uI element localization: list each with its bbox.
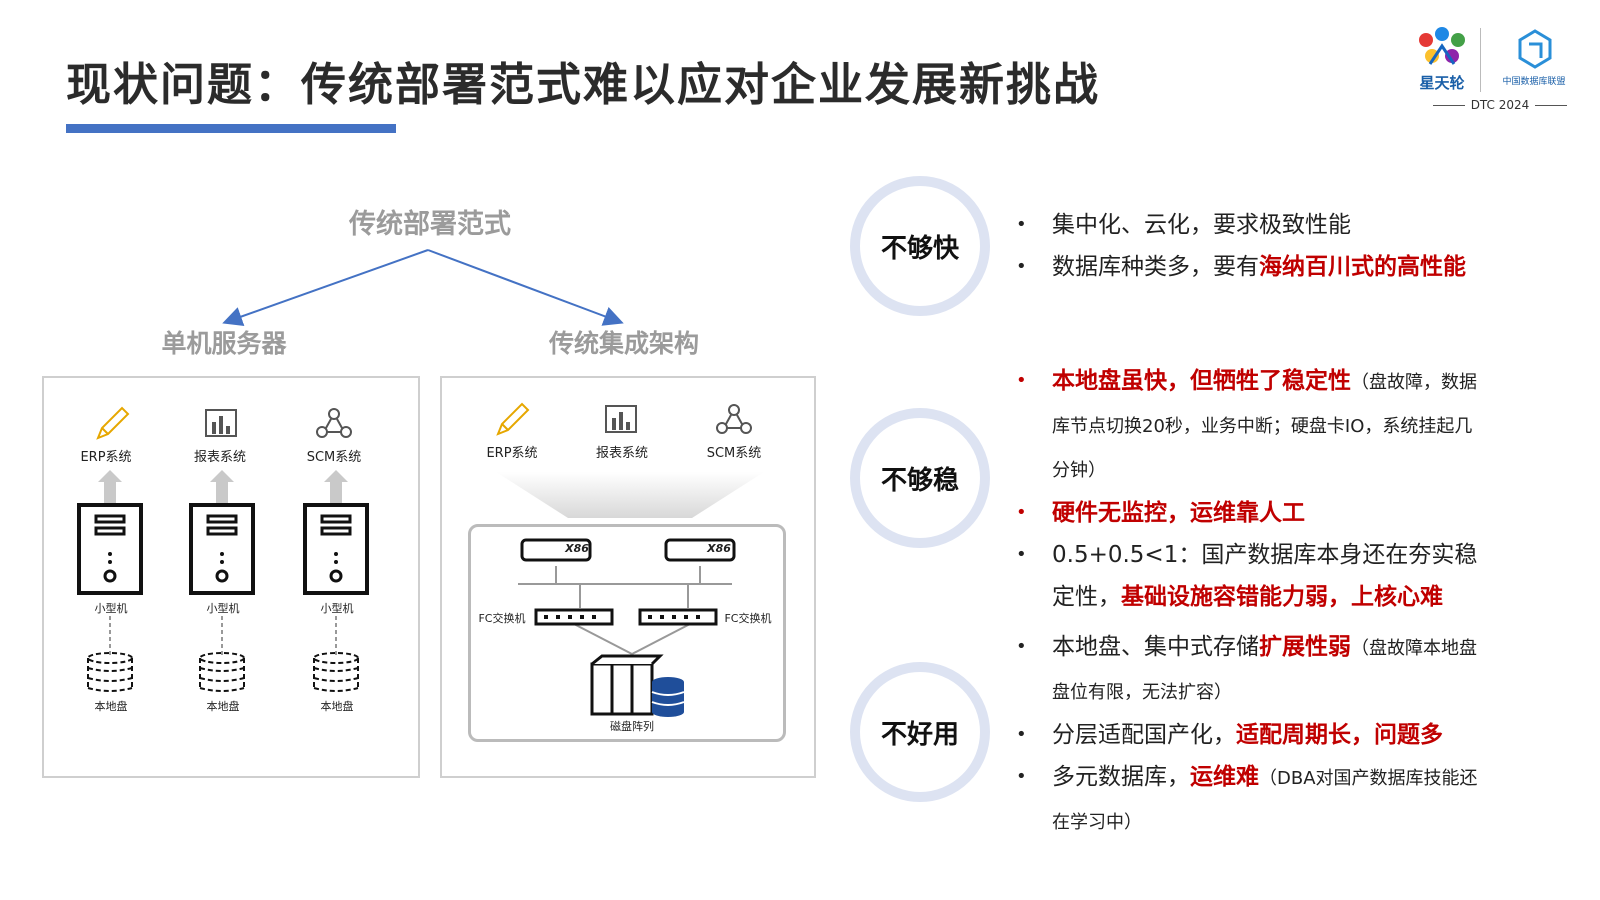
app-label-report: 报表系统 [595,446,648,461]
issue-list-speed: 集中化、云化，要求极致性能数据库种类多，要有海纳百川式的高性能 [1008,204,1488,288]
local-disk-icon-2 [199,652,245,692]
network-people-icon [716,404,752,434]
issue-bullet: 分层适配国产化，适配周期长，问题多 [1008,714,1488,756]
minicomputer-icon-3 [303,503,369,595]
logo-area: 星天轮 中国数据库联盟 DTC 2024 [1410,24,1590,124]
fc-switch-icon-1 [534,608,614,626]
issue-bullet: 数据库种类多，要有海纳百川式的高性能 [1008,246,1488,288]
org-logo-icon [1518,29,1552,69]
highlight-text: 适配周期长，问题多 [1236,722,1443,748]
x86-label-1: X86 [565,542,589,555]
disk-array-icon [590,654,685,717]
up-arrows [98,470,348,504]
bullet-text: 0.5+0.5<1：国产数据库本身还在夯实稳定性， [1052,542,1478,610]
server-label-3: 小型机 [320,602,354,615]
x86-server-icon-2 [664,538,736,562]
app-label-scm: SCM系统 [706,446,762,461]
bullet-text: （盘故障本地盘盘位有限，无法扩容） [1052,638,1477,703]
pencil-icon [96,406,130,440]
logo-divider [1480,28,1481,92]
event-name: DTC 2024 [1410,98,1590,112]
report-chart-icon [205,409,237,437]
local-disk-icon-1 [87,652,133,692]
app-label-report: 报表系统 [193,450,246,465]
disk-array-label: 磁盘阵列 [610,720,654,733]
app-label-scm: SCM系统 [306,450,362,465]
bullet-text: 分层适配国产化， [1052,722,1236,748]
fc-switch-icon-2 [638,608,718,626]
issue-tag-usability-label: 不好用 [880,719,959,750]
minicomputer-icon-2 [189,503,255,595]
highlight-text: 扩展性弱 [1259,634,1351,660]
network-people-icon [316,408,352,438]
disk-label-1: 本地盘 [94,700,128,713]
page-title: 现状问题：传统部署范式难以应对企业发展新挑战 [66,58,1101,111]
issue-tag-stability: 不够稳 [850,408,990,548]
org-name: 中国数据库联盟 [1502,77,1566,87]
brand-logo-icon [1419,27,1465,65]
bullet-text: 数据库种类多，要有 [1052,254,1259,280]
infrastructure-box [468,524,786,742]
brand-name: 星天轮 [1419,74,1465,92]
pencil-icon [496,402,530,436]
issue-bullet: 本地盘虽快，但牺牲了稳定性（盘故障，数据库节点切换20秒，业务中断；硬盘卡IO，… [1008,360,1488,492]
issue-tag-stability-label: 不够稳 [880,465,959,496]
report-chart-icon [605,405,637,433]
highlight-text: 硬件无监控，运维靠人工 [1052,500,1305,526]
issue-bullet: 集中化、云化，要求极致性能 [1008,204,1488,246]
highlight-text: 运维难 [1190,764,1259,790]
bullet-text: 集中化、云化，要求极致性能 [1052,212,1351,238]
app-label-erp: ERP系统 [486,446,538,461]
highlight-text: 基础设施容错能力弱，上核心难 [1121,584,1443,610]
disk-label-2: 本地盘 [206,700,240,713]
issue-list-usability: 本地盘、集中式存储扩展性弱（盘故障本地盘盘位有限，无法扩容）分层适配国产化，适配… [1008,626,1488,844]
issue-bullet: 硬件无监控，运维靠人工 [1008,492,1488,534]
bullet-text: （盘故障，数据库节点切换20秒，业务中断；硬盘卡IO，系统挂起几分钟） [1052,372,1477,481]
issue-tag-usability: 不好用 [850,662,990,802]
issue-bullet: 0.5+0.5<1：国产数据库本身还在夯实稳定性，基础设施容错能力弱，上核心难 [1008,534,1488,618]
fc-switch-label-1: FC交换机 [478,612,526,625]
bullet-text: 多元数据库， [1052,764,1190,790]
highlight-text: 本地盘虽快，但牺牲了稳定性 [1052,368,1351,394]
panel-single-server: ERP系统 报表系统 SCM系统 小型机 小型机 小型机 [42,376,420,778]
issue-bullet: 本地盘、集中式存储扩展性弱（盘故障本地盘盘位有限，无法扩容） [1008,626,1488,714]
app-label-erp: ERP系统 [80,450,132,465]
diagram-root-label: 传统部署范式 [349,209,511,240]
issue-tag-speed-label: 不够快 [880,233,959,264]
bullet-text: 本地盘、集中式存储 [1052,634,1259,660]
minicomputer-icon-1 [77,503,143,595]
server-label-1: 小型机 [94,602,128,615]
disk-label-3: 本地盘 [320,700,354,713]
branch-label-integrated: 传统集成架构 [548,329,699,358]
fc-switch-label-2: FC交换机 [724,612,772,625]
service-beam [496,472,764,518]
server-label-2: 小型机 [206,602,240,615]
x86-server-icon-1 [520,538,592,562]
network-lines [518,566,732,655]
panel-integrated: ERP系统 报表系统 SCM系统 X86 X86 FC交换机 [440,376,816,778]
issue-bullet: 多元数据库，运维难（DBA对国产数据库技能还在学习中） [1008,756,1488,844]
local-disk-icon-3 [313,652,359,692]
x86-label-2: X86 [707,542,731,555]
bullet-text: （DBA对国产数据库技能还在学习中） [1052,768,1478,833]
issue-tag-speed: 不够快 [850,176,990,316]
branch-label-single-server: 单机服务器 [161,329,287,358]
issue-list-stability: 本地盘虽快，但牺牲了稳定性（盘故障，数据库节点切换20秒，业务中断；硬盘卡IO，… [1008,360,1488,618]
title-underline [66,124,396,133]
highlight-text: 海纳百川式的高性能 [1259,254,1466,280]
